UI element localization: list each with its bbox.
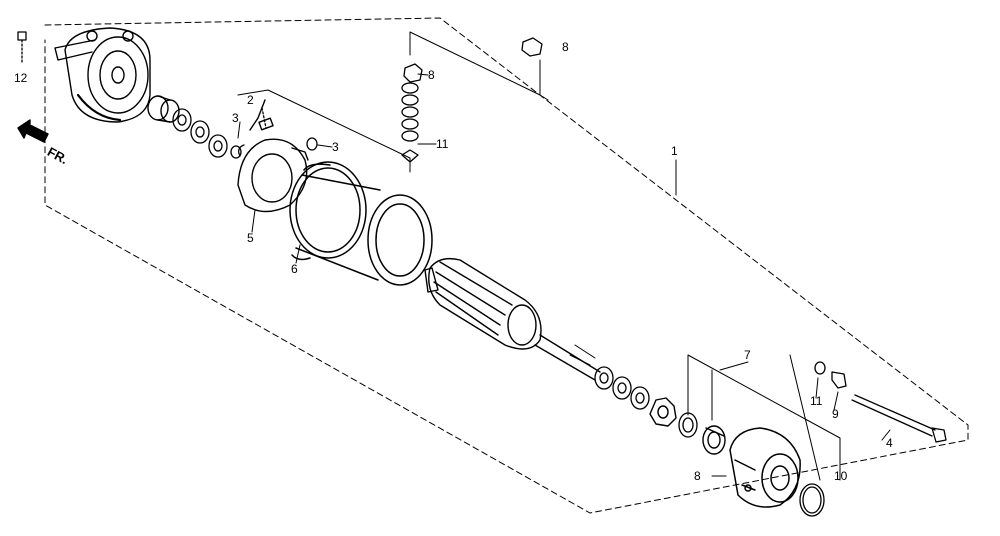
washers-rear — [172, 108, 242, 159]
callout-10: 10 — [834, 469, 848, 483]
lock-washer — [649, 397, 677, 427]
leader-lines — [237, 73, 891, 477]
nut-stack — [401, 63, 423, 163]
callout-9: 9 — [832, 407, 839, 421]
front-cover-bracket — [687, 354, 841, 481]
front-arrow — [17, 119, 49, 143]
washer-11-front — [814, 361, 826, 375]
front-bearing — [702, 425, 726, 455]
callout-12: 12 — [14, 71, 28, 85]
through-bolt — [851, 394, 947, 443]
clip-9 — [831, 371, 847, 389]
callout-8-stack: 8 — [428, 68, 435, 82]
o-ring — [799, 483, 825, 517]
nut-8-top — [521, 37, 543, 57]
rear-cover — [54, 27, 151, 123]
armature — [424, 257, 601, 381]
bushing — [147, 95, 180, 123]
bolt-12 — [17, 31, 27, 63]
brush-springs — [238, 137, 318, 157]
brush-group-bracket — [237, 89, 411, 173]
callout-6: 6 — [291, 262, 298, 276]
hardware-bracket-top — [409, 31, 549, 101]
callout-5: 5 — [247, 231, 254, 245]
callout-11-stack: 11 — [436, 137, 449, 151]
callout-7: 7 — [744, 348, 751, 362]
callout-3-left: 3 — [232, 111, 239, 125]
callout-2: 2 — [247, 93, 254, 107]
callout-8-top: 8 — [562, 40, 569, 54]
brush-holder-plate — [237, 99, 309, 213]
callout-8-front: 8 — [694, 469, 701, 483]
yoke-housing — [289, 161, 433, 286]
callout-1: 1 — [671, 144, 678, 158]
assembly-boundary — [44, 17, 969, 514]
oil-seal — [678, 412, 698, 438]
callout-3-right: 3 — [332, 140, 339, 154]
callout-11-front: 11 — [810, 394, 823, 408]
callout-4: 4 — [886, 436, 893, 450]
washers-front — [594, 366, 650, 410]
stud-bolt-2 — [261, 107, 267, 129]
front-cover — [729, 427, 801, 508]
